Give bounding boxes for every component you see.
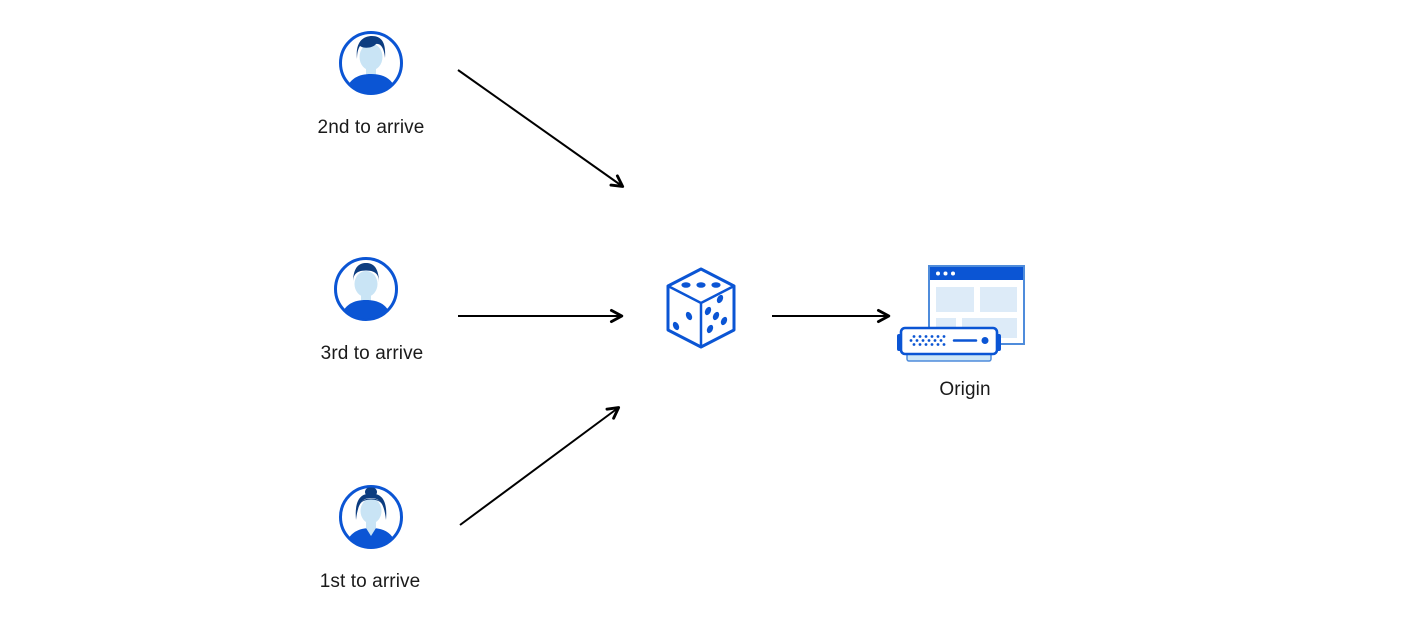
origin-label: Origin	[939, 379, 991, 400]
origin-node: Origin	[897, 265, 1032, 400]
client-label: 3rd to arrive	[320, 343, 424, 364]
server-icon	[897, 326, 1001, 362]
client-label: 1st to arrive	[319, 571, 421, 592]
arrow-client1-to-dice	[459, 406, 621, 526]
client-node-2nd-to-arrive: 2nd to arrive	[318, 30, 424, 138]
origin-icon-group	[897, 265, 1025, 362]
browser-window-icon	[928, 265, 1025, 345]
dice-node	[665, 266, 737, 355]
client-label: 2nd to arrive	[317, 117, 425, 138]
client-node-1st-to-arrive: 1st to arrive	[320, 484, 420, 592]
arrow-client2-to-dice	[457, 69, 625, 188]
avatar-woman-bun-icon	[339, 485, 403, 549]
dice-icon	[666, 267, 736, 349]
client-node-3rd-to-arrive: 3rd to arrive	[321, 256, 423, 364]
avatar-man-swept-hair-icon	[339, 31, 403, 95]
avatar-man-short-hair-icon	[334, 257, 398, 321]
